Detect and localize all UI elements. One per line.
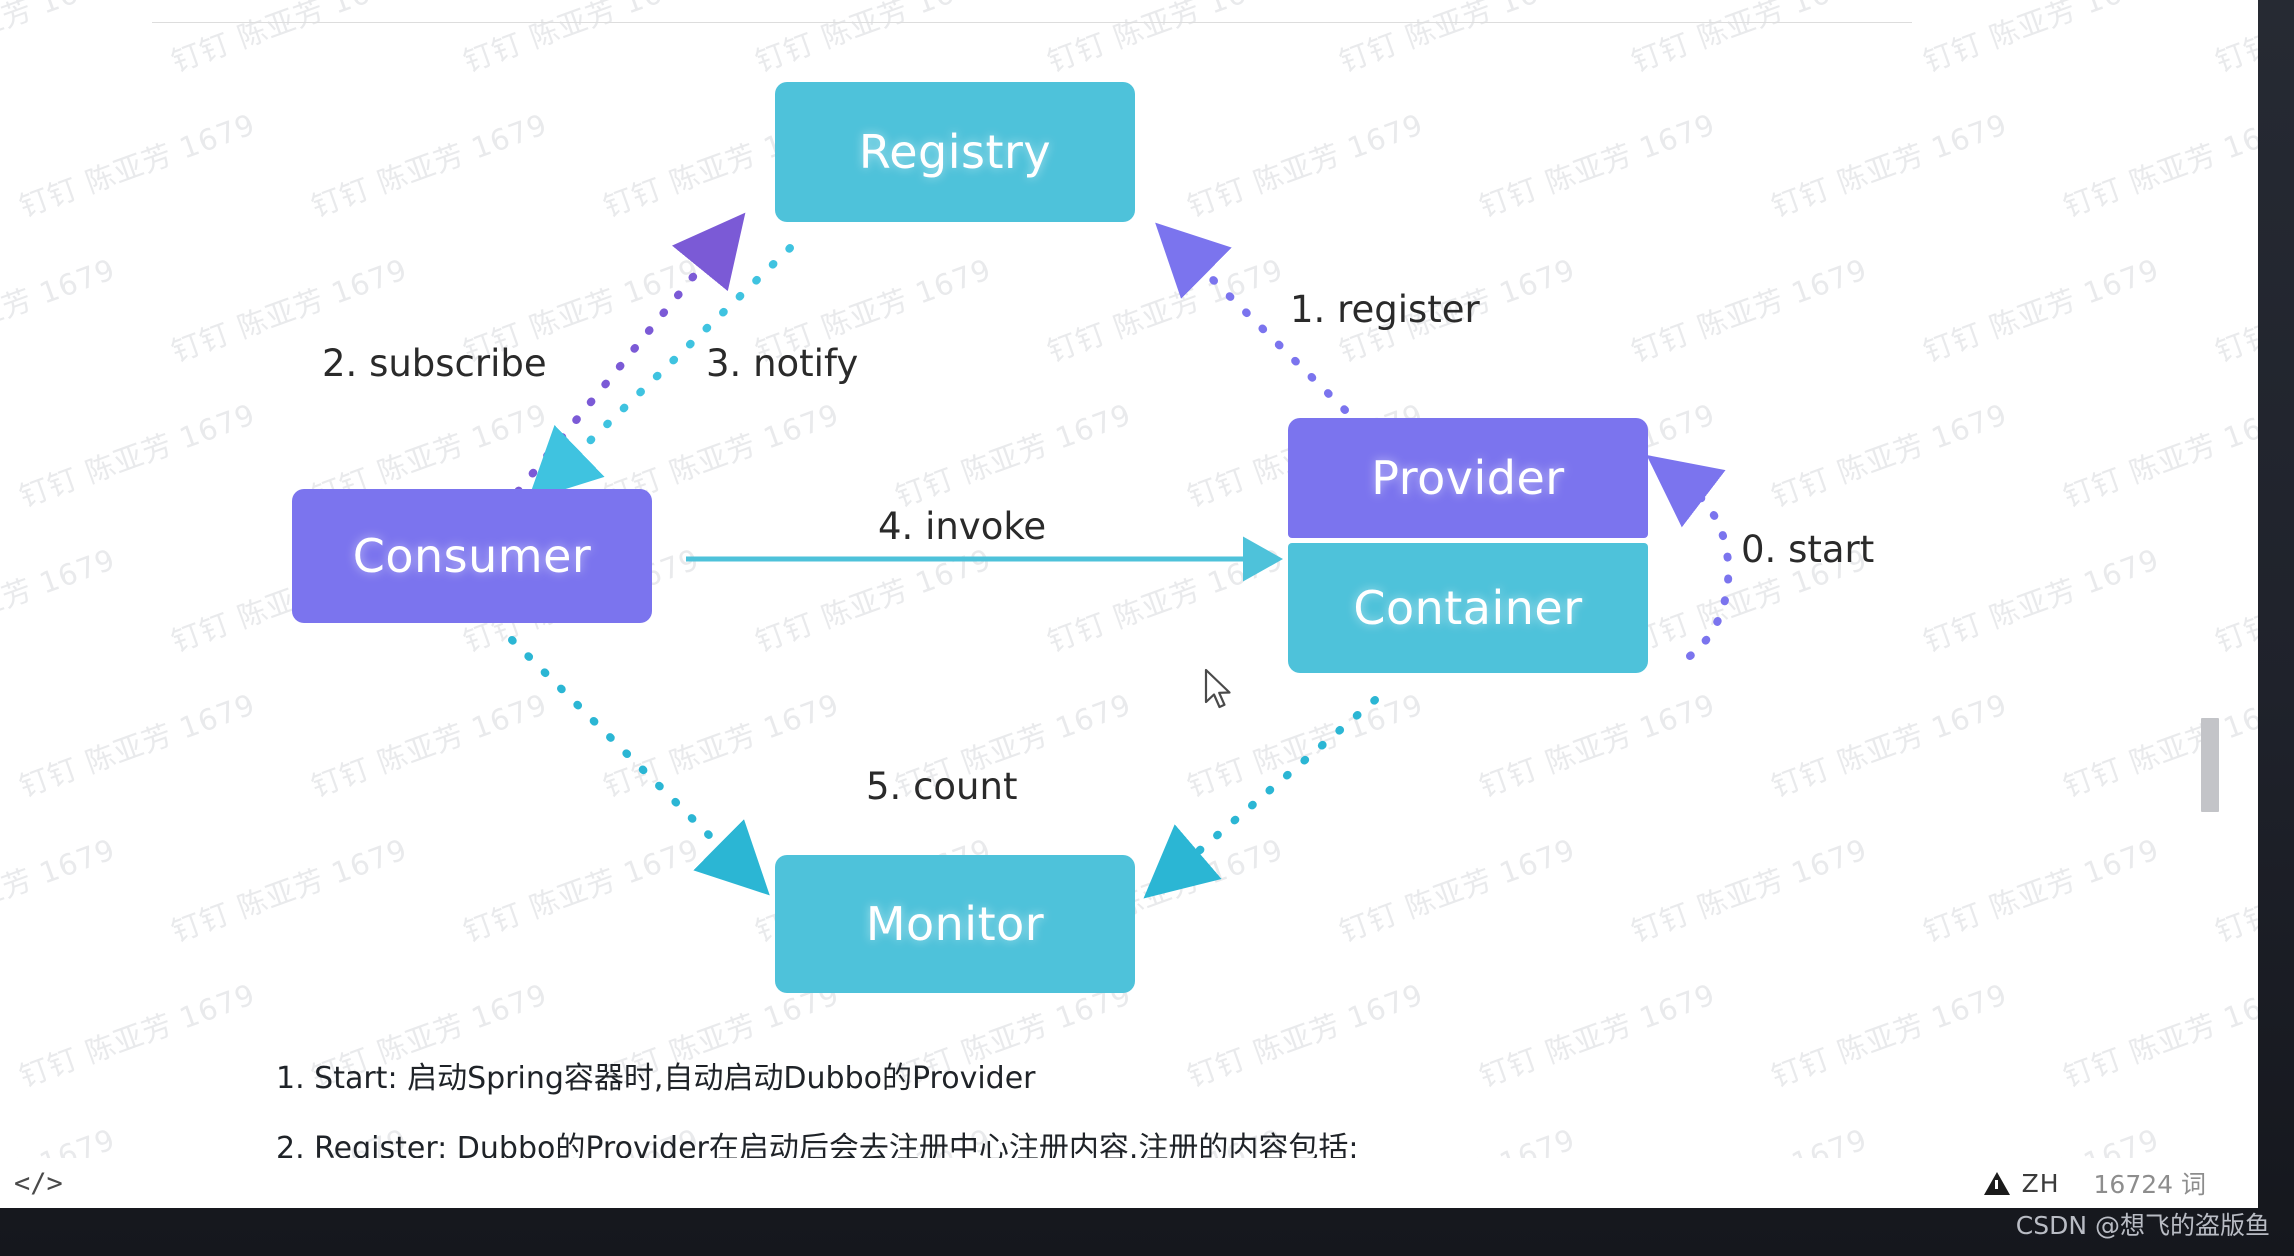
horizontal-rule <box>152 22 1912 23</box>
edge-label-register: 1. register <box>1290 288 1480 331</box>
edge-label-count: 5. count <box>866 765 1018 808</box>
edge-count-consumer <box>508 636 770 896</box>
node-registry-label: Registry <box>858 125 1052 179</box>
node-registry[interactable]: Registry <box>775 82 1135 222</box>
diagram-edges <box>485 212 1733 899</box>
language-label: ZH <box>2021 1168 2060 1198</box>
edge-notify <box>527 244 794 501</box>
node-container[interactable]: Container <box>1288 543 1648 673</box>
warning-triangle-icon <box>1983 1171 2010 1195</box>
csdn-watermark: CSDN @想飞的盗版鱼 <box>2015 1211 2270 1240</box>
vertical-scrollbar-thumb[interactable] <box>2201 718 2219 812</box>
node-consumer-label: Consumer <box>352 529 592 583</box>
node-monitor[interactable]: Monitor <box>775 855 1135 993</box>
edge-label-notify: 3. notify <box>706 342 859 385</box>
word-count-label[interactable]: 16724 词 <box>2093 1170 2206 1199</box>
status-bar: </> ZH 16724 词 <box>0 1158 2258 1208</box>
edge-count-provider <box>1143 696 1379 899</box>
edge-start <box>1646 454 1733 660</box>
edge-label-invoke: 4. invoke <box>878 505 1047 548</box>
node-monitor-label: Monitor <box>865 897 1045 951</box>
node-consumer[interactable]: Consumer <box>292 489 652 623</box>
node-provider-label: Provider <box>1371 451 1565 505</box>
edge-label-start: 0. start <box>1741 528 1875 571</box>
body-line-1: 1. Start: 启动Spring容器时,自动启动Dubbo的Provider <box>276 1061 1036 1096</box>
edge-label-subscribe: 2. subscribe <box>322 342 547 385</box>
vertical-scrollbar-track[interactable] <box>2201 0 2219 1208</box>
status-bar-right-group: ZH 16724 词 <box>1983 1165 2206 1201</box>
node-provider[interactable]: Provider <box>1288 418 1648 538</box>
edge-register <box>1155 222 1349 414</box>
language-indicator[interactable]: ZH <box>1983 1168 2060 1198</box>
node-container-label: Container <box>1353 581 1583 635</box>
dubbo-architecture-diagram: Registry Consumer Provider Container Mon… <box>292 82 1875 993</box>
code-view-icon[interactable]: </> <box>14 1167 63 1199</box>
edge-subscribe <box>485 212 746 531</box>
